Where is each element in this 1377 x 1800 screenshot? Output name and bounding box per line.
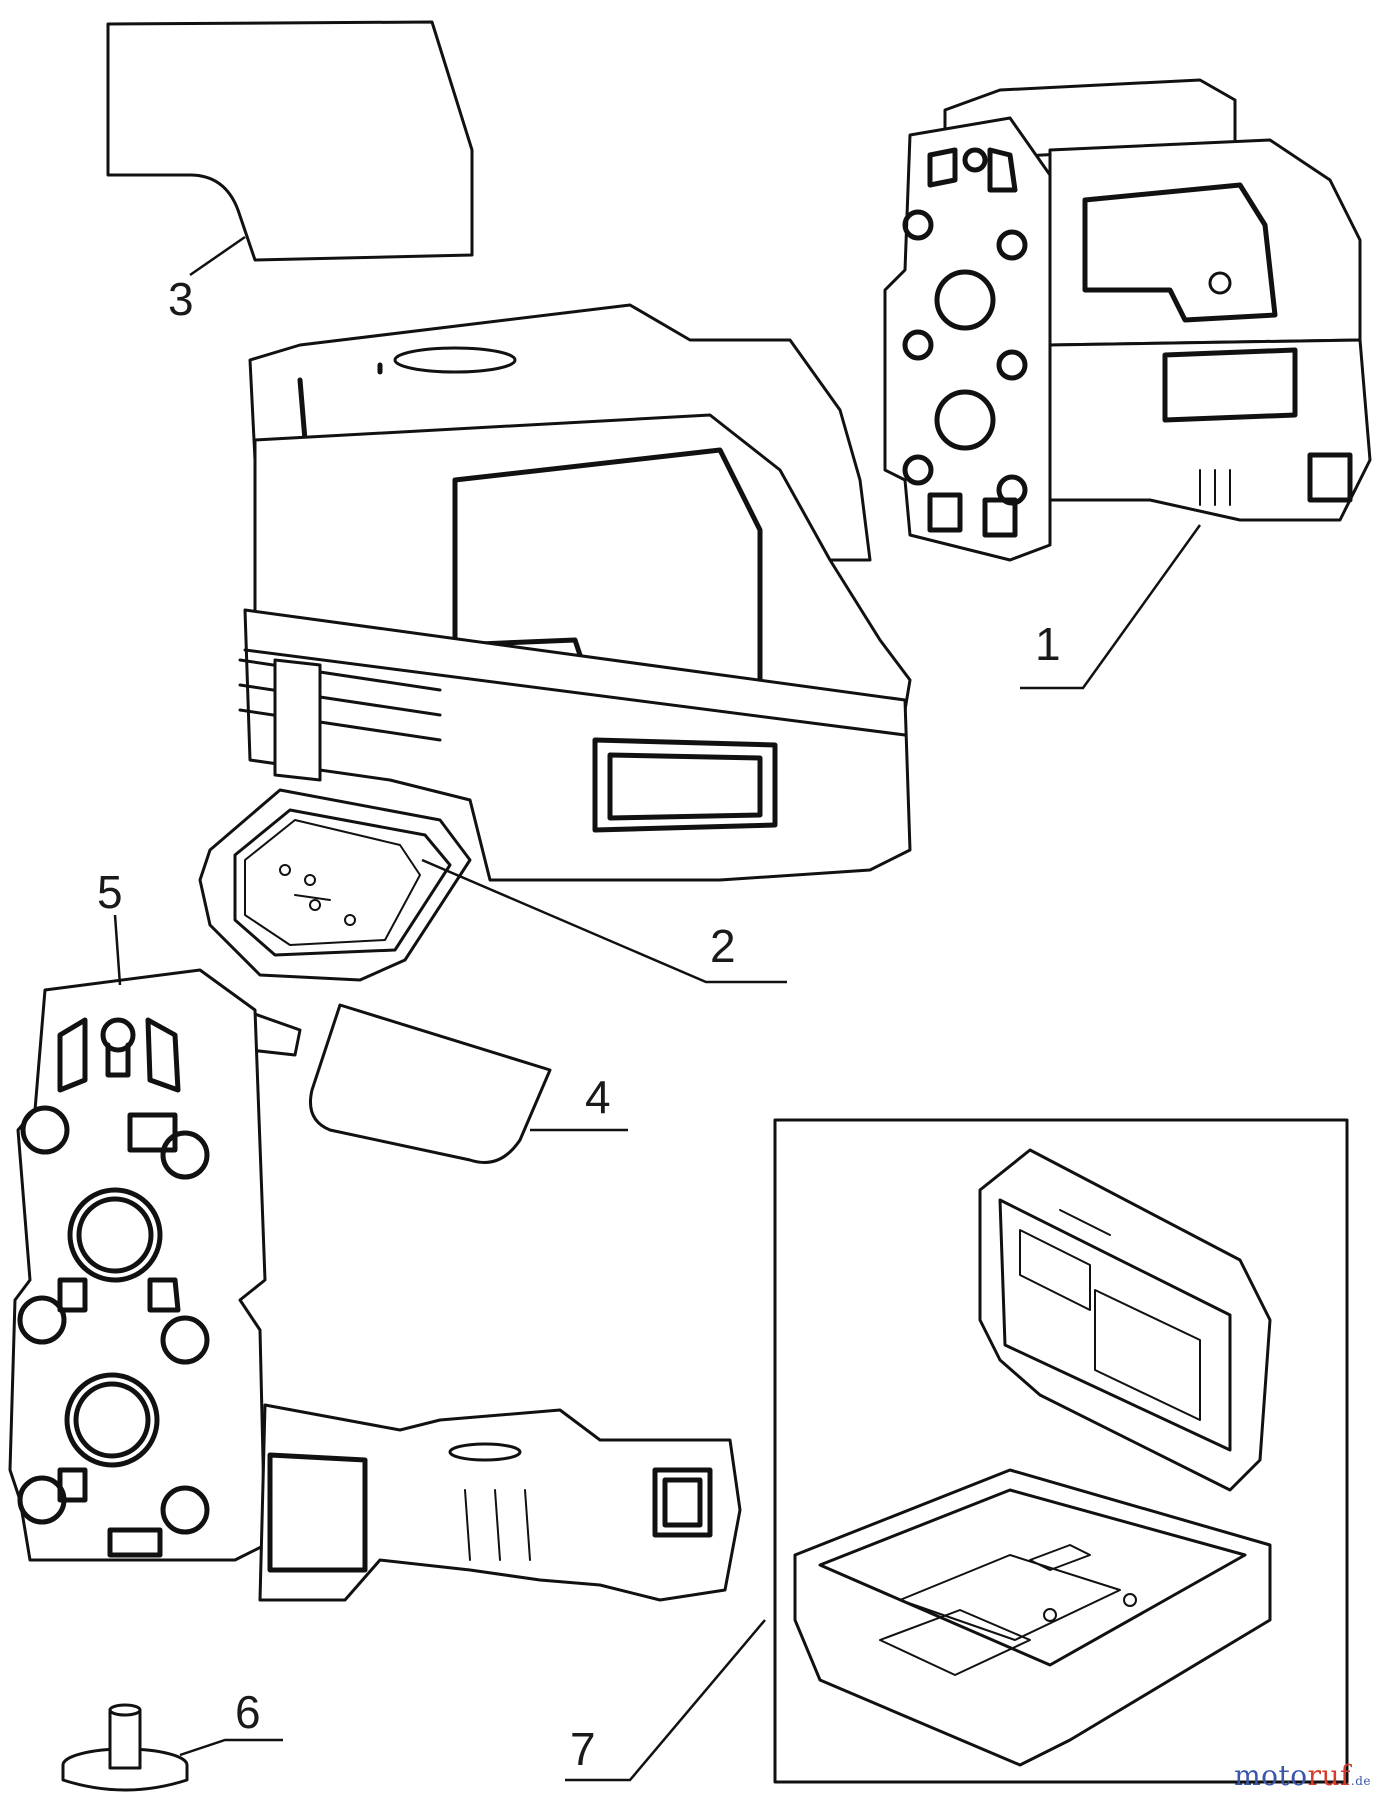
callout-numbers: 1 2 3 4 5 6 7 <box>97 273 1061 1775</box>
leader-7 <box>565 1619 766 1782</box>
leader-lines <box>113 235 1202 1782</box>
part-1-laser-unit-small <box>883 78 1372 562</box>
callout-6: 6 <box>235 1686 261 1738</box>
callout-3: 3 <box>168 273 194 325</box>
leader-3 <box>189 235 246 277</box>
leader-1 <box>1020 524 1202 690</box>
callout-7: 7 <box>570 1723 596 1775</box>
part-5-mounting-bracket <box>8 968 742 1602</box>
part-4-window-film <box>309 1003 552 1164</box>
motoruf-watermark: motoruf.de <box>1234 1759 1371 1792</box>
part-2-laser-unit-main <box>163 303 912 1057</box>
callout-5: 5 <box>97 866 123 918</box>
watermark-suffix: .de <box>1350 1774 1371 1788</box>
callout-2: 2 <box>710 920 736 972</box>
leader-2 <box>421 858 787 984</box>
watermark-part1: moto <box>1234 1759 1308 1792</box>
part-3-label-sheet <box>106 20 474 262</box>
part-7-carrying-case <box>773 1118 1349 1784</box>
watermark-part2: ruf <box>1307 1759 1351 1792</box>
callout-4: 4 <box>585 1071 611 1123</box>
part-6-thumb-screw <box>61 1703 189 1792</box>
leader-5 <box>113 914 122 986</box>
leader-6 <box>179 1738 283 1757</box>
callout-1: 1 <box>1035 618 1061 670</box>
